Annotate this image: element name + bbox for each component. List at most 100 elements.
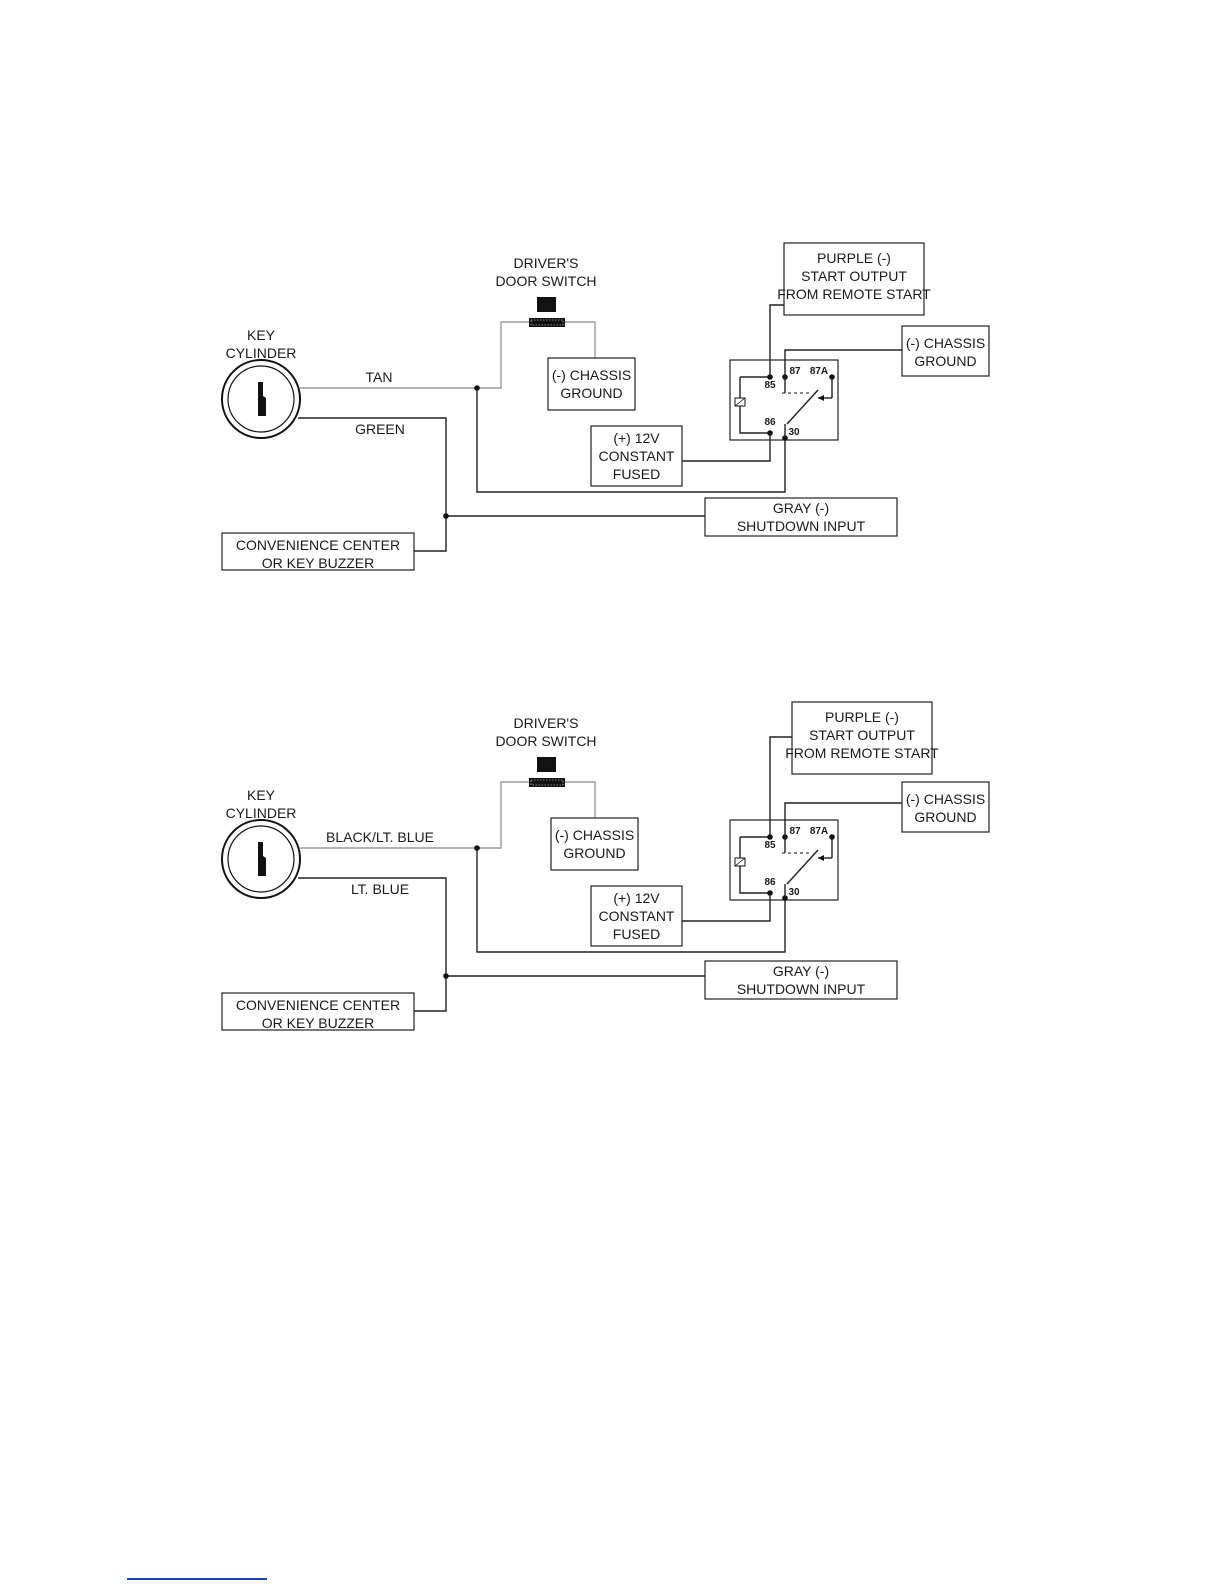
buzzer-label-line: OR KEY BUZZER: [262, 1015, 375, 1031]
power-label-line: CONSTANT: [599, 448, 675, 464]
power-label-line: CONSTANT: [599, 908, 675, 924]
power-wire: [682, 433, 771, 462]
wire-2: [298, 877, 447, 1012]
buzzer-label-line: CONVENIENCE CENTER: [236, 997, 400, 1013]
relay-ground-label-line: GROUND: [914, 353, 976, 369]
relay-switch-arm: [786, 389, 819, 425]
door-switch-label-line: DOOR SWITCH: [495, 733, 596, 749]
relay-arrow: [818, 395, 824, 401]
relay-coil-wire: [739, 837, 770, 894]
start-output-box: [783, 242, 925, 316]
door-trigger-wire: [476, 388, 786, 493]
relay-ground-box: [901, 781, 990, 833]
junction-dot: [443, 513, 449, 519]
key-cylinder-label-line: KEY: [247, 327, 276, 343]
door-trigger-wire: [476, 848, 786, 953]
key-slot: [258, 382, 266, 416]
door-switch-body: [529, 778, 565, 787]
relay-switch-arm: [786, 849, 819, 885]
relay-pin-30: 30: [788, 887, 800, 898]
relay-pin-85: 85: [764, 840, 776, 851]
power-label-line: (+) 12V: [613, 430, 660, 446]
wire-2-label: GREEN: [355, 421, 405, 437]
junction-dot: [443, 973, 449, 979]
wire-2: [298, 417, 447, 552]
relay-pin-87: 87: [789, 826, 801, 837]
key-slot: [258, 842, 266, 876]
start-output-label-line: PURPLE (-): [825, 709, 899, 725]
footer-rule: [127, 1578, 267, 1580]
door-switch-label-line: DOOR SWITCH: [495, 273, 596, 289]
shutdown-label-line: GRAY (-): [773, 963, 829, 979]
key-cylinder-label-line: CYLINDER: [226, 345, 297, 361]
shutdown-label-line: GRAY (-): [773, 500, 829, 516]
relay-pin-86: 86: [764, 877, 776, 888]
buzzer-label-line: CONVENIENCE CENTER: [236, 537, 400, 553]
door-ground-label-line: (-) CHASSIS: [552, 367, 631, 383]
start-output-box: [791, 701, 933, 775]
door-switch-ribs: [530, 779, 564, 786]
relay-box: [729, 819, 839, 901]
shutdown-label-line: SHUTDOWN INPUT: [737, 518, 866, 534]
door-switch-wire-left: [477, 321, 529, 389]
power-box: [590, 425, 683, 487]
relay-arrow: [818, 855, 824, 861]
door-ground-label-line: GROUND: [563, 845, 625, 861]
door-switch-label-line: DRIVER'S: [514, 715, 579, 731]
power-box: [590, 885, 683, 947]
shutdown-box: [704, 960, 898, 1000]
shutdown-label-line: SHUTDOWN INPUT: [737, 981, 866, 997]
relay-pin-87a: 87A: [810, 826, 828, 837]
power-label-line: FUSED: [613, 926, 660, 942]
buzzer-box: [221, 532, 415, 571]
start-output-wire: [769, 304, 784, 377]
buzzer-box: [221, 992, 415, 1031]
key-cylinder-icon: [221, 819, 301, 899]
wire-2-label: LT. BLUE: [351, 881, 409, 897]
start-output-label-line: START OUTPUT: [809, 727, 915, 743]
start-output-label-line: FROM REMOTE START: [785, 745, 939, 761]
key-cylinder-label-line: CYLINDER: [226, 805, 297, 821]
relay-pin-dot: [767, 834, 773, 840]
door-switch-label-line: DRIVER'S: [514, 255, 579, 271]
relay-ground-label-line: GROUND: [914, 809, 976, 825]
start-output-label-line: START OUTPUT: [801, 268, 907, 284]
door-switch-icon: [529, 757, 565, 787]
relay-ground-wire: [784, 802, 902, 837]
power-label-line: (+) 12V: [613, 890, 660, 906]
relay-pin-30: 30: [788, 427, 800, 438]
door-switch-ribs: [530, 319, 564, 326]
relay-coil-mark: [734, 857, 746, 867]
door-ground-box: [547, 357, 636, 411]
door-switch-wire-left: [477, 781, 529, 849]
start-output-wire: [769, 736, 792, 837]
door-switch-wire-right: [565, 321, 596, 358]
power-wire: [682, 893, 771, 922]
door-switch-icon: [529, 297, 565, 327]
door-switch-body: [529, 318, 565, 327]
relay-box: [729, 359, 839, 441]
relay-pin-87a: 87A: [810, 366, 828, 377]
door-ground-label-line: (-) CHASSIS: [555, 827, 634, 843]
relay-ground-label-line: (-) CHASSIS: [906, 791, 985, 807]
relay-pin-86: 86: [764, 417, 776, 428]
relay-pin-dot: [782, 895, 788, 901]
relay: 85 86 87 87A 30: [729, 819, 839, 901]
relay-coil-wire: [739, 377, 770, 434]
relay: 85 86 87 87A 30: [729, 359, 839, 441]
relay-ground-wire: [784, 349, 902, 377]
relay-coil-mark: [734, 397, 746, 407]
door-ground-box: [550, 817, 639, 871]
start-output-label-line: PURPLE (-): [817, 250, 891, 266]
relay-pin-87: 87: [789, 366, 801, 377]
relay-pin-85: 85: [764, 380, 776, 391]
relay-ground-label-line: (-) CHASSIS: [906, 335, 985, 351]
relay-ground-box: [901, 325, 990, 377]
key-cylinder-icon: [221, 359, 301, 439]
key-cylinder-label-line: KEY: [247, 787, 276, 803]
buzzer-label-line: OR KEY BUZZER: [262, 555, 375, 571]
door-switch-plunger: [537, 297, 556, 312]
door-switch-wire-right: [565, 781, 596, 818]
